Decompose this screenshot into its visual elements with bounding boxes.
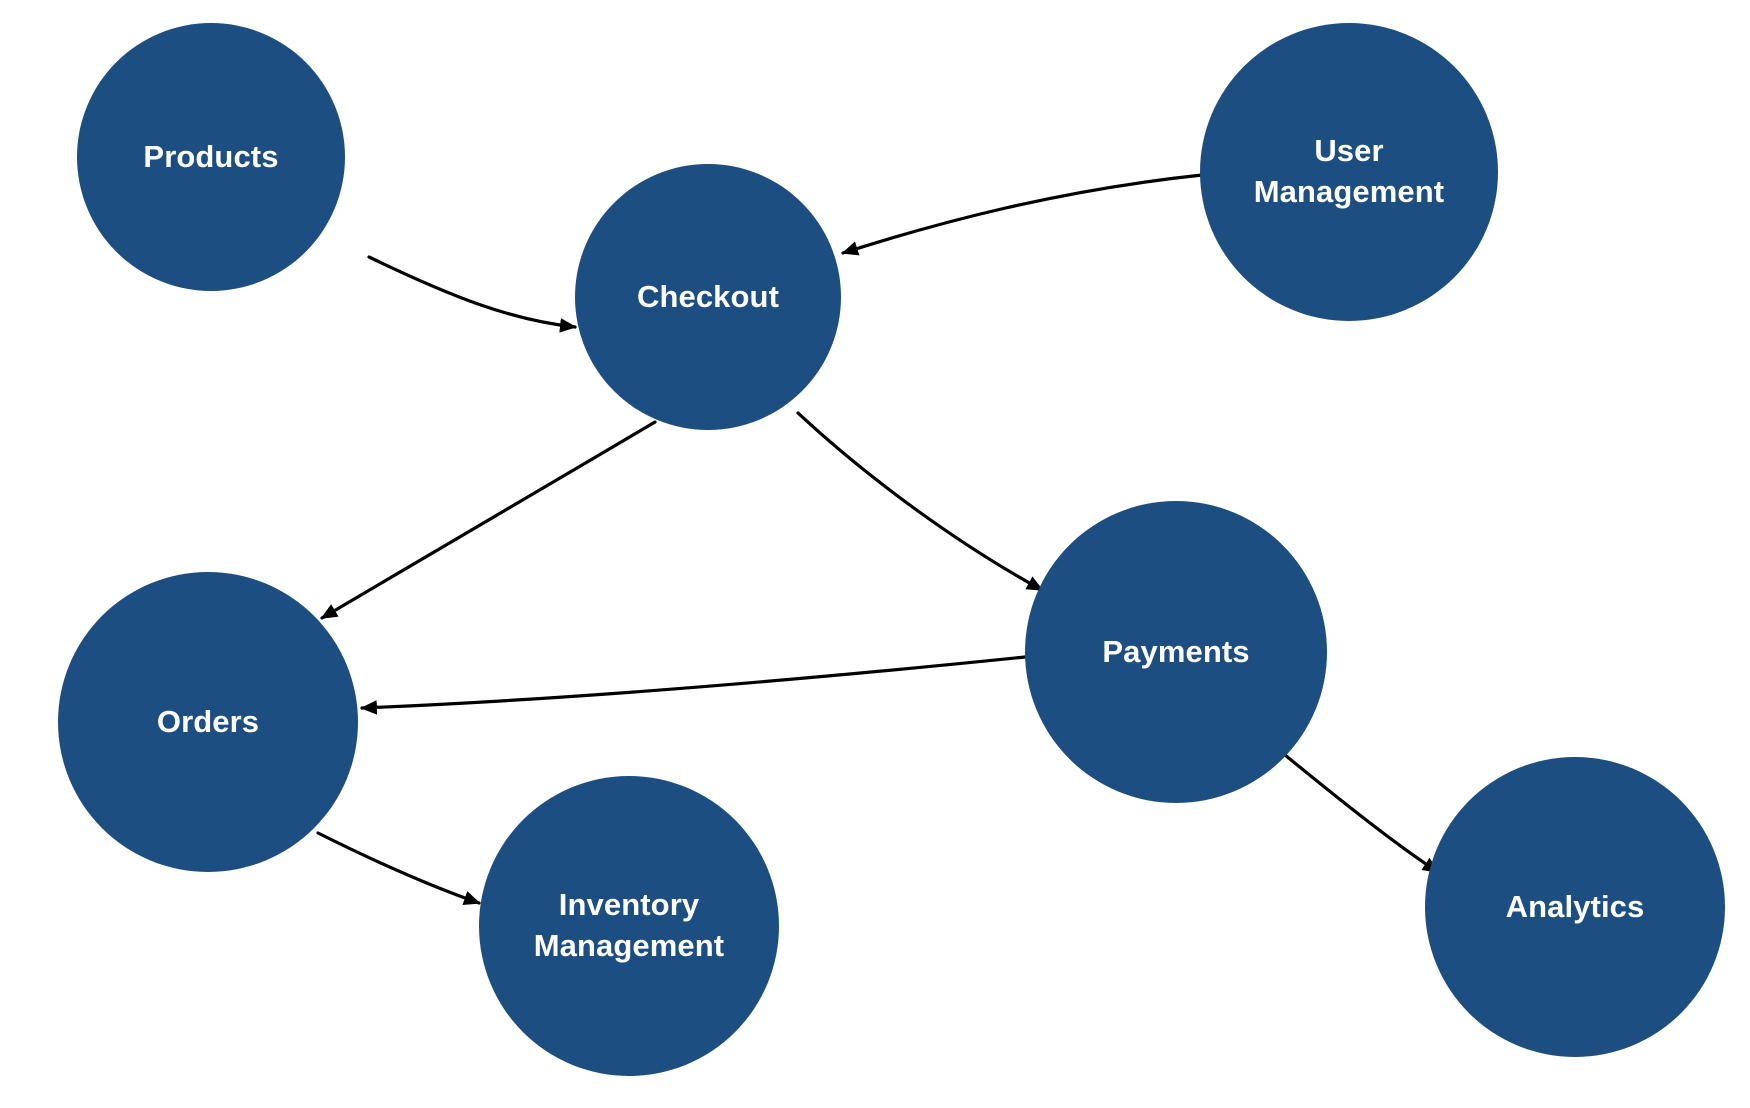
edge-user_mgmt-to-checkout [841, 173, 1204, 256]
node-label-orders: Orders [156, 703, 260, 739]
edge-products-to-checkout [367, 255, 577, 333]
node-user_mgmt[interactable]: User Management [1200, 23, 1498, 321]
node-label-payments: Payments [1102, 633, 1250, 669]
node-label-products: Products [143, 138, 279, 174]
edge-checkout-to-payments [796, 411, 1044, 592]
edge-checkout-to-orders [320, 420, 657, 620]
node-label-inventory: Inventory Management [533, 887, 725, 963]
node-analytics[interactable]: Analytics [1425, 757, 1725, 1057]
node-checkout[interactable]: Checkout [575, 164, 841, 430]
node-orders[interactable]: Orders [58, 572, 358, 872]
node-label-analytics: Analytics [1505, 888, 1645, 924]
node-label-user_mgmt: User Management [1253, 133, 1445, 209]
node-inventory[interactable]: Inventory Management [479, 776, 779, 1076]
edge-orders-to-inventory [316, 831, 481, 906]
node-label-checkout: Checkout [636, 278, 780, 314]
node-payments[interactable]: Payments [1025, 501, 1327, 803]
node-products[interactable]: Products [77, 23, 345, 291]
edge-payments-to-orders [360, 655, 1027, 715]
edge-payments-to-analytics [1283, 753, 1440, 874]
